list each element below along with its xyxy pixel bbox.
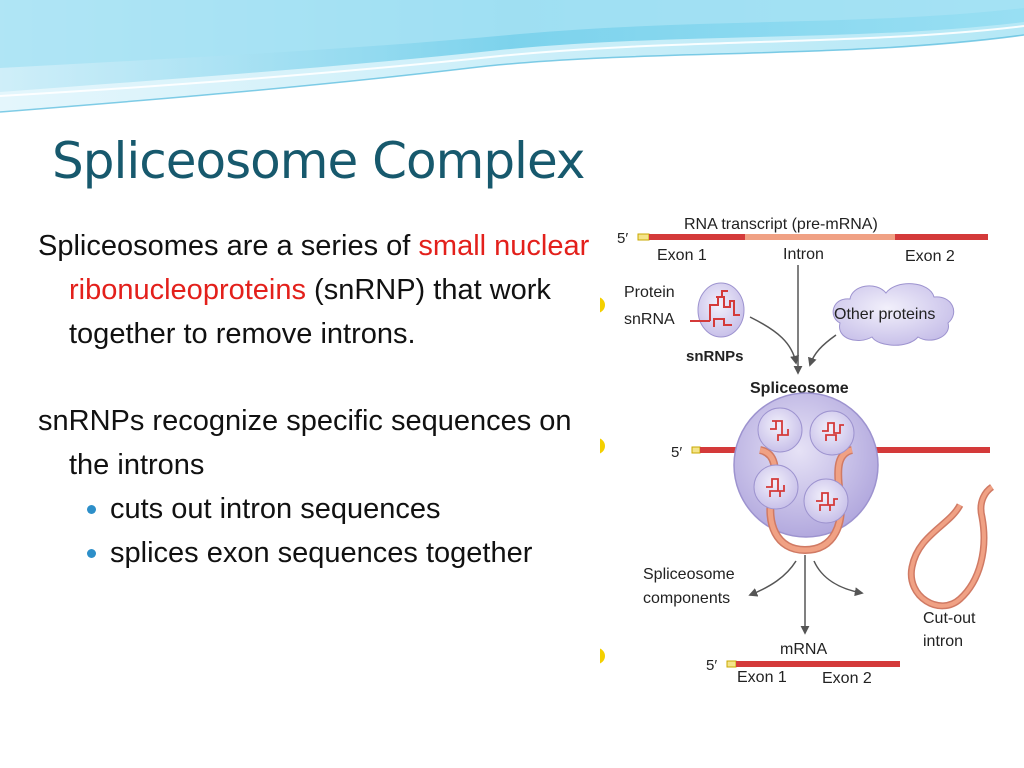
step-3-number: 3 — [600, 650, 601, 664]
snrnp-subunit — [753, 464, 799, 510]
five-prime-label-2: 5′ — [671, 444, 682, 461]
exon2-segment-2 — [850, 447, 990, 453]
spliceosome-body — [733, 392, 879, 538]
five-prime-label: 5′ — [617, 230, 628, 247]
five-prime-cap-2 — [691, 446, 701, 454]
slide-body: Spliceosomes are a series of small nucle… — [38, 224, 613, 575]
snrna-strand — [690, 290, 740, 327]
snrnp-particle — [697, 282, 745, 338]
snrna-label: snRNA — [624, 311, 675, 328]
bullet-item: cuts out intron sequences — [38, 487, 613, 531]
snrna-squiggle — [766, 478, 785, 497]
spliceosome-label: Spliceosome — [750, 380, 849, 397]
mrna-label: mRNA — [780, 641, 827, 658]
protein-label: Protein — [624, 284, 675, 301]
bullet-dot-icon — [87, 505, 96, 514]
bullet-item: splices exon sequences together — [38, 531, 613, 575]
cut-out-intron-lariat-fill — [909, 485, 994, 608]
highlight-snrnp-term: small nuclear ribonucleoproteins — [69, 230, 590, 306]
five-prime-label-3: 5′ — [706, 657, 717, 674]
exon1-segment — [649, 234, 745, 240]
paragraph-spliceosomes: Spliceosomes are a series of small nucle… — [38, 224, 613, 356]
mrna-exon1-segment — [736, 661, 806, 667]
intron-label: Intron — [783, 246, 824, 263]
arrow-snrnp-to-spliceosome — [749, 316, 799, 365]
paragraph-snrnps: snRNPs recognize specific sequences on t… — [38, 405, 572, 481]
other-proteins-label: Other proteins — [834, 306, 935, 323]
snrnp-subunit — [809, 410, 855, 456]
mrna-exon2-label: Exon 2 — [822, 670, 872, 687]
snrna-squiggle — [822, 422, 844, 441]
spliceosome-diagram: RNA transcript (pre-mRNA) 5′ Exon 1 Intr… — [600, 216, 995, 687]
snrnps-label: snRNPs — [686, 348, 744, 365]
exon2-label: Exon 2 — [905, 248, 955, 265]
intron-segment — [745, 234, 895, 240]
step-2-number: 2 — [600, 440, 601, 454]
exon1-label: Exon 1 — [657, 247, 707, 264]
step-1-badge — [600, 297, 605, 313]
five-prime-cap-3 — [726, 660, 737, 668]
snrnp-subunit — [757, 407, 803, 453]
mrna-exon2-segment — [806, 661, 900, 667]
snrnp-subunit — [803, 478, 849, 524]
step-1-number: 1 — [600, 299, 601, 313]
bullet-text: splices exon sequences together — [110, 537, 533, 569]
bullet-list: cuts out intron sequences splices exon s… — [38, 487, 613, 575]
snrna-squiggle — [770, 420, 789, 441]
bullet-text: cuts out intron sequences — [110, 493, 441, 525]
other-proteins-cloud — [832, 283, 955, 346]
para1-text-before: Spliceosomes are a series of — [38, 230, 419, 262]
bullet-dot-icon — [87, 549, 96, 558]
para1-text-after: (snRNP) that work together to remove int… — [69, 274, 551, 350]
step-2-badge — [600, 438, 605, 454]
components-label-line2: components — [643, 590, 730, 607]
pre-mrna-label: RNA transcript (pre-mRNA) — [684, 216, 878, 233]
header-wave-decoration — [0, 0, 1024, 113]
step-3-badge — [600, 648, 605, 664]
exon1-segment-2 — [700, 447, 760, 453]
snrna-squiggle — [816, 492, 838, 511]
components-label-line1: Spliceosome — [643, 566, 735, 583]
arrow-proteins-to-spliceosome — [808, 334, 837, 367]
cut-out-label-line2: intron — [923, 633, 963, 650]
mrna-exon1-label: Exon 1 — [737, 669, 787, 686]
five-prime-cap — [637, 233, 650, 241]
arrow-to-cut-out-intron — [813, 560, 864, 597]
cut-out-label-line1: Cut-out — [923, 610, 976, 627]
slide-title: Spliceosome Complex — [52, 132, 585, 190]
arrow-to-components — [748, 560, 797, 597]
exon2-segment — [895, 234, 988, 240]
